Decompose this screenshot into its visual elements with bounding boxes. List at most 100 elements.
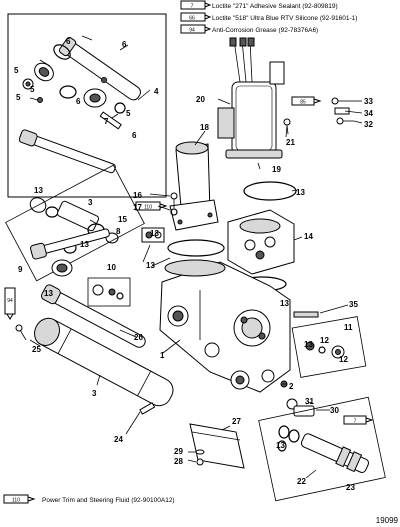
legend-text: Loctite "271" Adhesive Sealant (92-80981… [212, 3, 338, 10]
callout-15: 15 [118, 215, 127, 224]
callout-13: 13 [146, 261, 155, 270]
callout-22: 22 [297, 477, 306, 486]
callout-18: 18 [200, 123, 209, 132]
tube-label: 85 [300, 100, 306, 106]
callout-23: 23 [346, 483, 355, 492]
inset-trim-cylinder-detail [7, 13, 167, 198]
callout-4: 4 [154, 87, 159, 96]
callout-13: 13 [296, 188, 305, 197]
trim-motor [217, 37, 285, 159]
callout-29: 29 [174, 447, 183, 456]
shaft-and-grease: 94 [4, 228, 110, 320]
bottom-plate-27 [189, 423, 245, 469]
inset-o-ring [53, 44, 71, 60]
legend-tube-label: 66 [189, 16, 195, 22]
callout-24: 24 [114, 435, 123, 444]
callout-8: 8 [116, 227, 121, 236]
trim-rod-26 [40, 284, 146, 348]
callout-3: 3 [92, 389, 97, 398]
callout-26: 26 [134, 333, 143, 342]
callout-33: 33 [364, 97, 373, 106]
callout-20: 20 [196, 95, 205, 104]
legend-text: Anti-Corrosion Grease (92-78376A6) [212, 27, 318, 34]
reservoir [169, 141, 219, 231]
callout-10: 10 [107, 263, 116, 272]
callout-30: 30 [330, 406, 339, 415]
tube-label: 110 [144, 205, 152, 211]
callout-16: 16 [133, 191, 142, 200]
screws-28-29 [195, 449, 205, 466]
trim-cylinder-3 [34, 317, 174, 407]
callout-17: 17 [133, 203, 142, 212]
bolt-25 [19, 329, 27, 341]
callout-12: 12 [320, 336, 329, 345]
inset-check-ball [37, 97, 43, 103]
inset-check-ball [101, 77, 107, 83]
inset-cylinder-rod [58, 37, 141, 101]
valve-parts-15-17: 110 [135, 192, 178, 243]
manual-release-valve-group [5, 164, 145, 282]
callout-5: 5 [30, 85, 35, 94]
callout-labels: 1 2 3 3 4 5 5 5 5 6 6 6 6 7 8 9 10 11 12… [14, 37, 373, 492]
trim-cylinders [15, 284, 174, 415]
motor-small-parts: 85 [283, 96, 354, 135]
footer-legend: 110 Power Trim and Steering Fluid (92-90… [3, 494, 175, 504]
callout-13: 13 [276, 441, 285, 450]
o-ring-13 [167, 239, 225, 257]
manifold-1 [159, 259, 291, 393]
callout-14: 14 [304, 232, 313, 241]
callout-3: 3 [88, 198, 93, 207]
callout-19: 19 [272, 165, 281, 174]
inset-pin [99, 111, 122, 130]
footer-tube-label: 110 [12, 498, 20, 504]
inset-o-ring [59, 85, 77, 99]
o-ring-13 [243, 181, 297, 201]
check-valve-group-10 [87, 277, 131, 307]
sealant-legend: 7 Loctite "271" Adhesive Sealant (92-809… [180, 0, 357, 34]
callout-31: 31 [305, 397, 314, 406]
screw-21 [283, 118, 291, 126]
inset-piston-shaft [18, 129, 116, 174]
callout-7: 7 [104, 117, 109, 126]
figure-number: 19099 [376, 516, 399, 525]
grease-tube-94: 94 [4, 287, 16, 320]
callout-28: 28 [174, 457, 183, 466]
callout-13: 13 [34, 186, 43, 195]
callout-5: 5 [14, 66, 19, 75]
footer-legend-text: Power Trim and Steering Fluid (92-90100A… [42, 497, 175, 504]
piston-assembly-22: 7 [258, 396, 386, 502]
legend-tube-label: 7 [191, 4, 194, 10]
legend-item-loctite-518: 66 Loctite "518" Ultra Blue RTV Silicone… [180, 12, 357, 22]
callout-9: 9 [18, 265, 23, 274]
clamp-34 [334, 107, 350, 115]
callout-13: 13 [44, 289, 53, 298]
screw-32 [336, 117, 344, 125]
legend-tube-label: 94 [189, 28, 195, 34]
callout-5: 5 [126, 109, 131, 118]
grease-tube-85: 85 [291, 96, 322, 106]
tube-label: 94 [7, 298, 13, 304]
tube-label: 7 [354, 419, 357, 425]
callout-13: 13 [280, 299, 289, 308]
callout-32: 32 [364, 120, 373, 129]
callout-6: 6 [76, 97, 81, 106]
callout-1: 1 [160, 351, 165, 360]
pump-assembly [167, 181, 297, 292]
rod-35 [293, 311, 319, 318]
callout-13: 13 [150, 229, 159, 238]
callout-5: 5 [16, 93, 21, 102]
grease-tube-7: 7 [343, 415, 374, 425]
pin-24 [139, 402, 156, 415]
legend-text: Loctite "518" Ultra Blue RTV Silicone (9… [212, 15, 357, 22]
leader-lines [29, 98, 363, 479]
callout-25: 25 [32, 345, 41, 354]
callout-13: 13 [80, 240, 89, 249]
callout-6: 6 [122, 40, 127, 49]
inset-border [7, 13, 167, 198]
legend-item-anti-corrosion-grease: 94 Anti-Corrosion Grease (92-78376A6) [180, 24, 318, 34]
callout-34: 34 [364, 109, 373, 118]
callout-13: 13 [304, 340, 313, 349]
callout-6: 6 [132, 131, 137, 140]
callout-27: 27 [232, 417, 241, 426]
